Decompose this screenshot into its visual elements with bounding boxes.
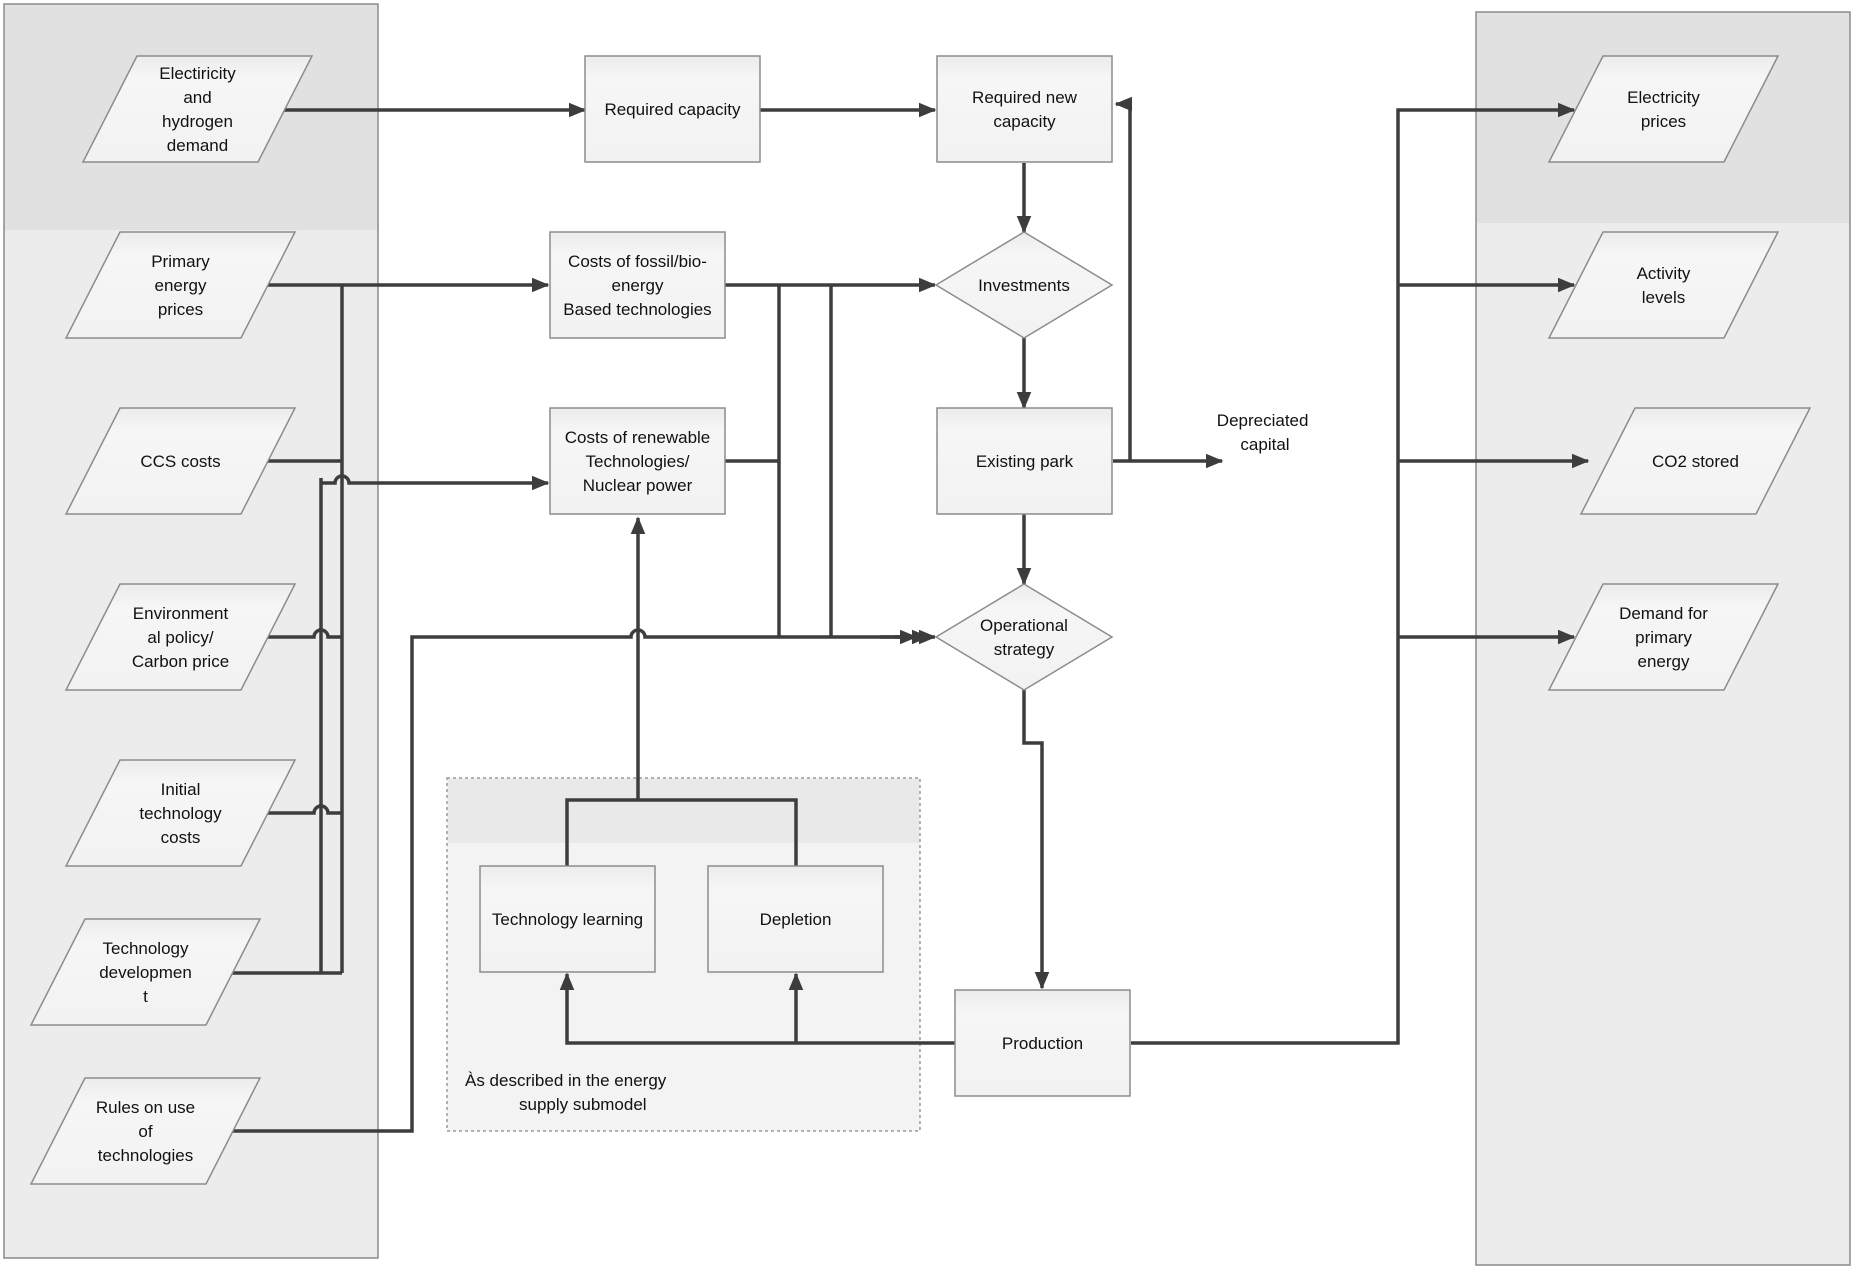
investments-label: Investments — [978, 276, 1070, 295]
connector-lines — [232, 96, 1590, 1133]
ccs-costs-shape: CCS costs — [64, 407, 297, 515]
depreciated-capital-label: Depreciated capital — [1217, 411, 1313, 454]
submodel-note: Às described in the energy supply submod… — [465, 1071, 671, 1114]
depletion-label: Depletion — [760, 910, 832, 929]
technology-learning-label: Technology learning — [492, 910, 643, 929]
required-capacity-box: Required capacity — [584, 55, 761, 163]
co2-stored-shape: CO2 stored — [1579, 407, 1812, 515]
required-capacity-label: Required capacity — [604, 100, 741, 119]
depletion-box: Depletion — [707, 865, 884, 973]
technology-learning-box: Technology learning — [479, 865, 656, 973]
ccs-costs-label: CCS costs — [140, 452, 220, 471]
existing-park-box: Existing park — [936, 407, 1113, 515]
investments-diamond: Investments — [934, 231, 1114, 339]
production-box: Production — [954, 989, 1131, 1097]
supply-submodel-group — [446, 777, 921, 1132]
production-label: Production — [1002, 1034, 1083, 1053]
existing-park-label: Existing park — [976, 452, 1074, 471]
co2-stored-label: CO2 stored — [1652, 452, 1739, 471]
